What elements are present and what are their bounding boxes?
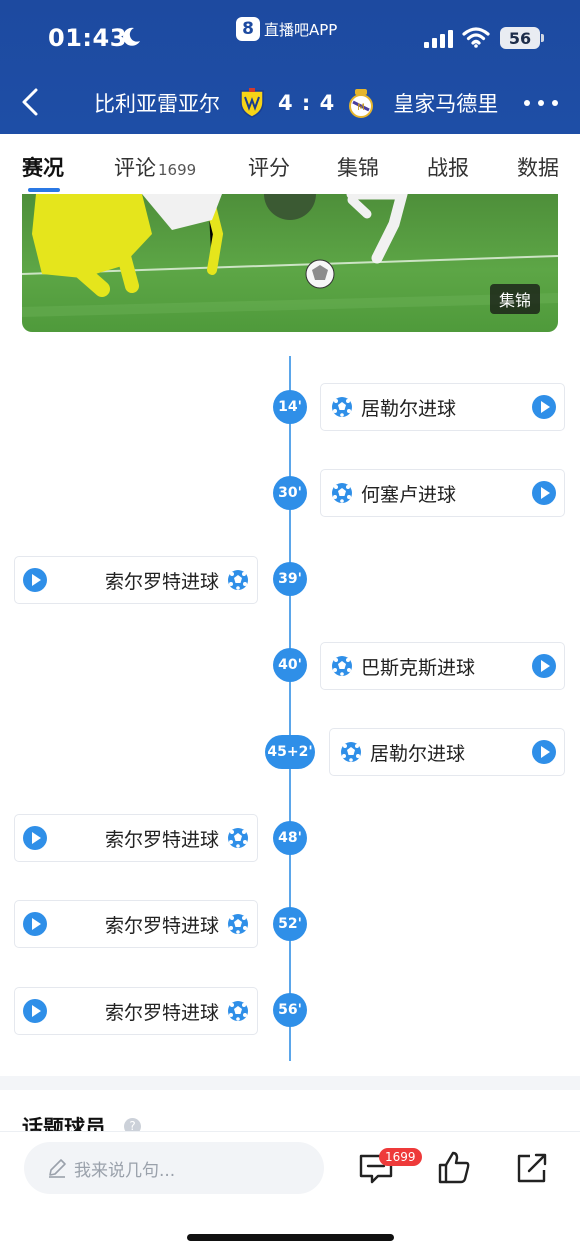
status-time: 01:43 [48, 24, 127, 52]
event-minute: 40' [273, 648, 307, 682]
event-label: 索尔罗特进球 [104, 1001, 219, 1024]
event-label: 居勒尔进球 [361, 397, 457, 420]
share-button[interactable] [514, 1150, 550, 1186]
header: 01:43 8 直播吧APP 56 比利亚雷亚尔 4 : [0, 0, 580, 134]
event-card[interactable]: 索尔罗特进球 [14, 900, 258, 948]
wifi-icon [462, 27, 490, 48]
event-minute: 48' [273, 821, 307, 855]
moon-icon [123, 27, 140, 46]
section-divider [0, 1076, 580, 1090]
event-card[interactable]: 何塞卢进球 [320, 469, 565, 517]
villarreal-crest-icon [240, 88, 264, 118]
play-icon[interactable] [23, 826, 47, 850]
dot-icon [552, 100, 558, 106]
play-icon[interactable] [532, 654, 556, 678]
active-tab-indicator [28, 188, 60, 192]
event-card[interactable]: 居勒尔进球 [329, 728, 565, 776]
event-minute: 30' [273, 476, 307, 510]
event-minute: 52' [273, 907, 307, 941]
play-icon[interactable] [23, 912, 47, 936]
back-button[interactable] [16, 86, 46, 118]
help-icon[interactable]: ? [124, 1118, 141, 1135]
event-label: 巴斯克斯进球 [361, 656, 476, 679]
event-minute: 14' [273, 390, 307, 424]
comment-count-badge: 1699 [379, 1148, 422, 1166]
event-label: 何塞卢进球 [361, 483, 457, 506]
event-label: 索尔罗特进球 [104, 914, 219, 937]
tab-live[interactable]: 赛况 [22, 156, 64, 180]
football-icon [228, 914, 248, 934]
signal-icon [424, 30, 453, 48]
highlight-tag: 集锦 [489, 284, 540, 314]
event-label: 索尔罗特进球 [104, 828, 219, 851]
play-icon[interactable] [532, 740, 556, 764]
svg-text:M: M [357, 103, 365, 113]
home-team-name: 比利亚雷亚尔 [94, 92, 220, 116]
app-name: 直播吧APP [264, 20, 338, 39]
event-card[interactable]: 巴斯克斯进球 [320, 642, 565, 690]
like-button[interactable] [436, 1150, 472, 1186]
event-card[interactable]: 索尔罗特进球 [14, 814, 258, 862]
tab-ratings[interactable]: 评分 [248, 156, 290, 180]
event-card[interactable]: 索尔罗特进球 [14, 556, 258, 604]
football-icon [341, 742, 361, 762]
football-icon [228, 828, 248, 848]
event-minute: 39' [273, 562, 307, 596]
timeline-line [289, 356, 291, 1061]
app-badge: 8 直播吧APP [236, 16, 337, 42]
play-icon[interactable] [532, 481, 556, 505]
event-label: 居勒尔进球 [370, 742, 466, 765]
section-title: 话题球员 [22, 1116, 106, 1134]
football-icon [332, 656, 352, 676]
event-label: 索尔罗特进球 [104, 570, 219, 593]
battery-indicator: 56 [500, 27, 544, 49]
home-indicator [187, 1234, 394, 1241]
tab-report[interactable]: 战报 [427, 156, 469, 180]
match-score: 4 : 4 [278, 91, 336, 115]
football-icon [332, 483, 352, 503]
play-icon[interactable] [532, 395, 556, 419]
play-icon[interactable] [23, 568, 47, 592]
dot-icon [524, 100, 530, 106]
event-minute: 56' [273, 993, 307, 1027]
football-icon [228, 570, 248, 590]
pen-icon [49, 1159, 66, 1178]
real-madrid-crest-icon: M [349, 89, 374, 118]
football-icon [332, 397, 352, 417]
tab-stats[interactable]: 数据 [517, 156, 559, 180]
tab-comments-label: 评论 [114, 156, 156, 180]
play-icon[interactable] [23, 999, 47, 1023]
comment-input[interactable]: 我来说几句... [24, 1142, 324, 1194]
highlight-video[interactable]: 集锦 [22, 194, 558, 332]
event-card[interactable]: 居勒尔进球 [320, 383, 565, 431]
football-icon [228, 1001, 248, 1021]
video-frame [22, 194, 558, 317]
more-options-button[interactable] [524, 96, 558, 110]
comment-placeholder: 我来说几句... [74, 1160, 176, 1181]
app-logo-icon: 8 [236, 17, 260, 41]
dot-icon [538, 100, 544, 106]
event-card[interactable]: 索尔罗特进球 [14, 987, 258, 1035]
away-team-name: 皇家马德里 [393, 92, 499, 116]
tab-comments-count: 1699 [158, 161, 197, 179]
match-title: 比利亚雷亚尔 4 : 4 M 皇家马德里 [94, 86, 498, 120]
event-minute: 45+2' [265, 735, 315, 769]
tab-highlights[interactable]: 集锦 [337, 156, 379, 180]
